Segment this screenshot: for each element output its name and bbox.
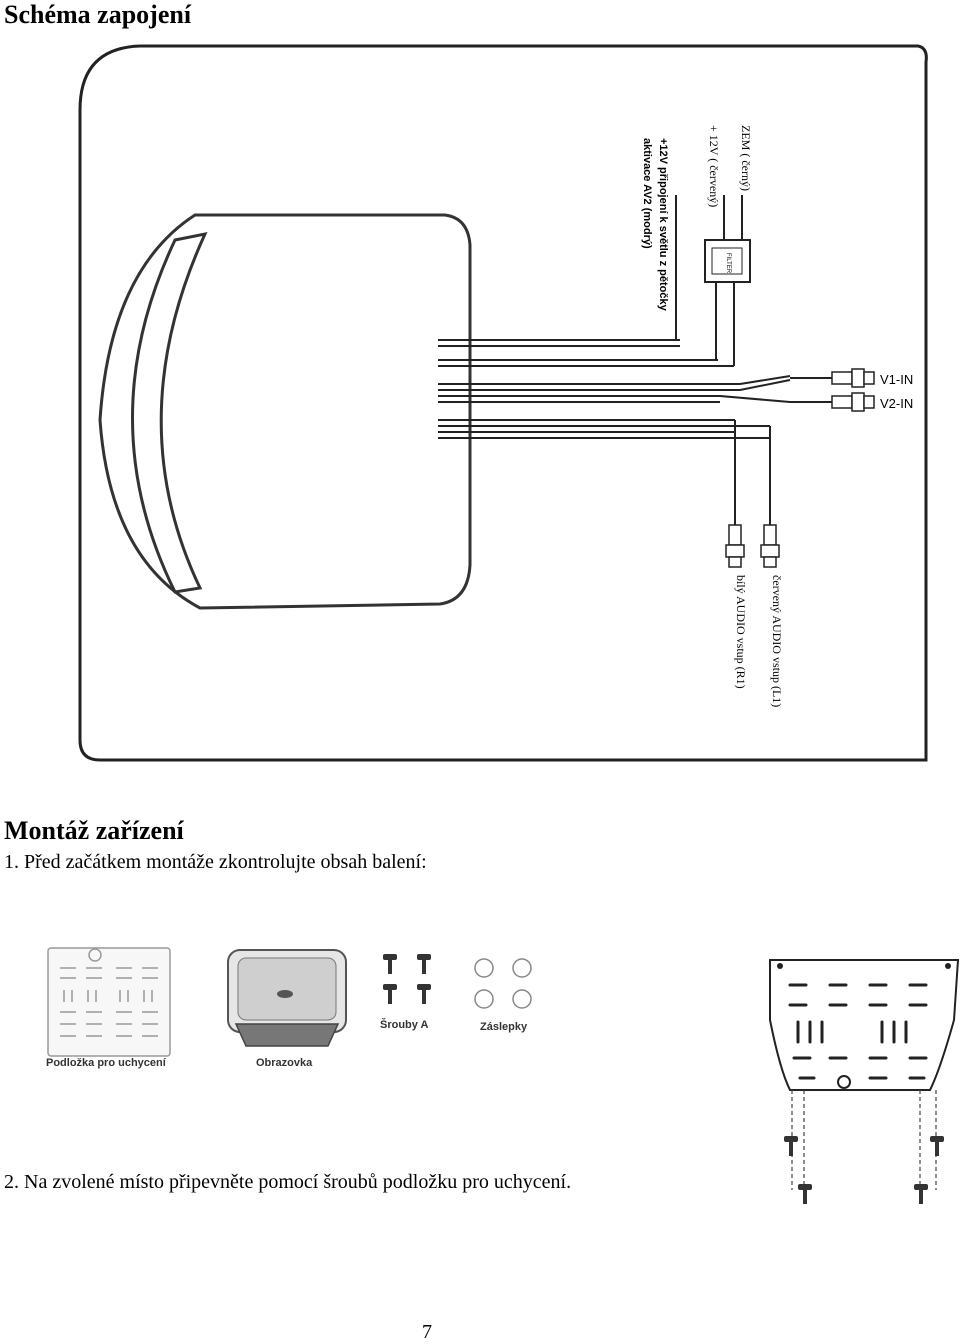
label-audio-l: červený AUDIO vstup (L1)	[770, 575, 784, 707]
package-contents: Podložka pro uchycení Obrazovka Šrouby A…	[46, 947, 532, 1069]
mounting-screws	[784, 1136, 944, 1204]
label-v1-in: V1-IN	[880, 372, 913, 387]
wiring-diagram: FILTER V1-IN V2-IN ZEM ( černý) + 12V ( …	[78, 44, 928, 762]
page-number: 7	[422, 1321, 432, 1343]
step-2-text: 2. Na zvolené místo připevněte pomocí šr…	[4, 1171, 572, 1193]
label-v2-in: V2-IN	[880, 396, 913, 411]
caption-screws: Šrouby A	[380, 1018, 429, 1031]
svg-text:FILTER: FILTER	[725, 253, 731, 274]
plugs-image	[474, 958, 532, 1009]
rca-connector-audio-r	[725, 524, 745, 568]
label-gnd: ZEM ( černý)	[739, 125, 753, 191]
caption-bracket: Podložka pro uchycení	[46, 1057, 167, 1069]
section-title-wiring: Schéma zapojení	[4, 0, 192, 29]
rca-connector-v1	[831, 368, 875, 388]
step-1-text: 1. Před začátkem montáže zkontrolujte ob…	[4, 851, 427, 873]
label-light: +12V připojení k světlu z pětočky	[657, 138, 669, 312]
monitor-outline	[98, 213, 472, 610]
bracket-plate-image	[47, 947, 171, 1057]
label-audio-r: bílý AUDIO vstup (R1)	[734, 575, 748, 689]
bracket-mounting-diagram	[769, 959, 960, 1204]
screen-lens	[131, 231, 208, 594]
screws-image	[383, 954, 431, 1004]
rca-connector-audio-l	[760, 524, 780, 568]
monitor-image	[227, 949, 347, 1047]
label-plus12: + 12V ( červený)	[707, 125, 721, 207]
rca-connector-v2	[831, 392, 875, 412]
section-title-mounting: Montáž zařízení	[4, 816, 184, 845]
caption-plugs: Záslepky	[480, 1021, 528, 1033]
label-activation: aktivace AV2 (modrý)	[641, 138, 653, 249]
caption-screen: Obrazovka	[256, 1057, 313, 1069]
filter-box: FILTER	[704, 239, 751, 283]
